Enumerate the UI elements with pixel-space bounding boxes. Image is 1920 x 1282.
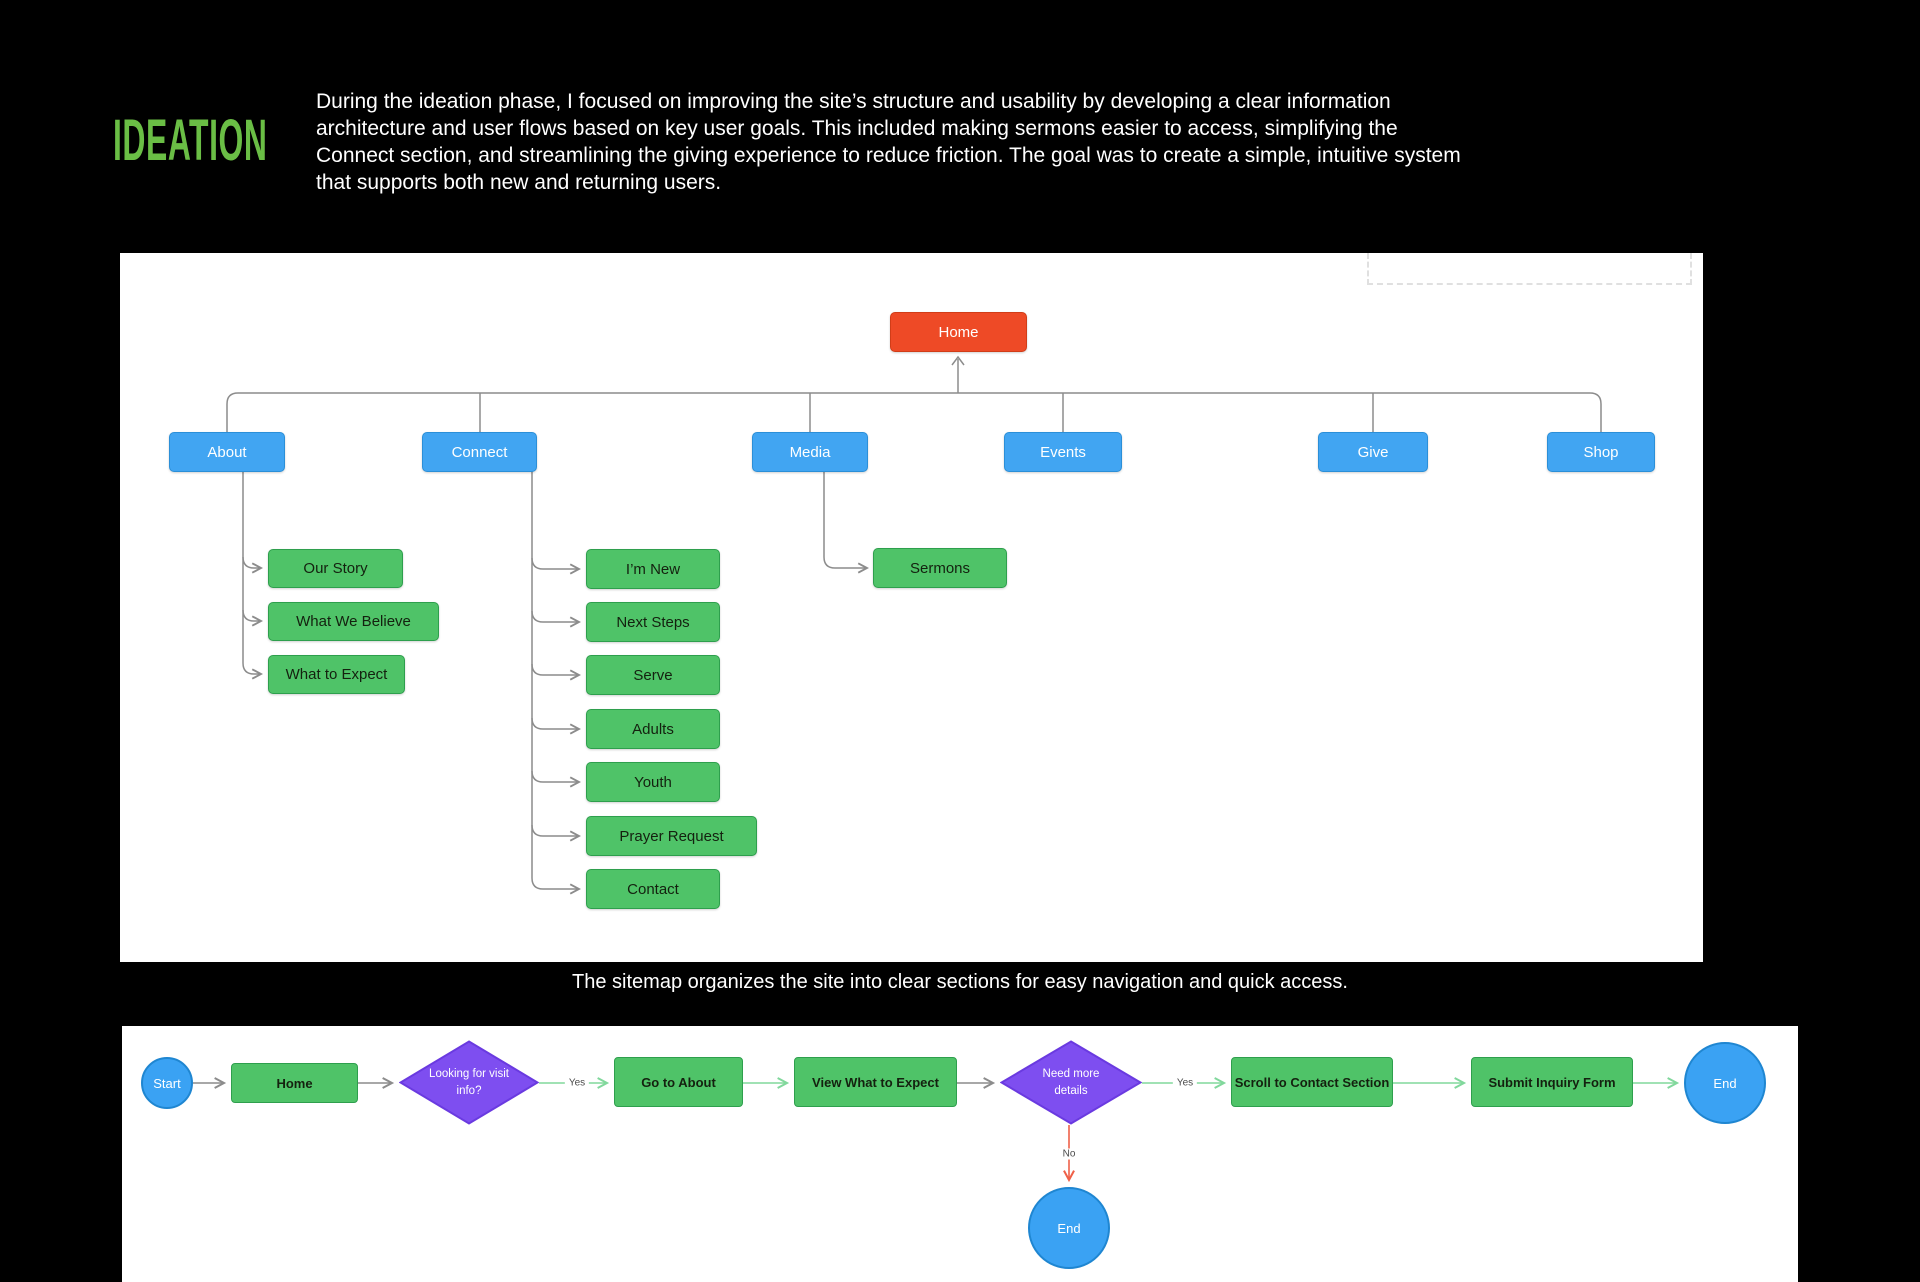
- sitemap-node-home: Home: [890, 312, 1027, 352]
- flow-decision-visit-info: Looking for visit info?: [399, 1040, 539, 1125]
- sitemap-node-our-story: Our Story: [268, 549, 403, 588]
- sitemap-node-events: Events: [1004, 432, 1122, 472]
- sitemap-node-im-new: I’m New: [586, 549, 720, 589]
- sitemap-node-what-to-expect: What to Expect: [268, 655, 405, 694]
- flow-node-start-label: Start: [153, 1075, 181, 1091]
- intro-paragraph: During the ideation phase, I focused on …: [316, 90, 1461, 194]
- flow-node-scroll-to-contact: Scroll to Contact Section: [1231, 1057, 1393, 1107]
- sitemap-node-serve: Serve: [586, 655, 720, 695]
- flow-decision-visit-info-label: Looking for visit info?: [429, 1067, 509, 1097]
- flow-node-submit-inquiry-form: Submit Inquiry Form: [1471, 1057, 1633, 1107]
- sitemap-caption: The sitemap organizes the site into clea…: [572, 971, 1348, 993]
- sitemap-node-prayer-request: Prayer Request: [586, 816, 757, 856]
- edge-label-yes-visit: Yes: [564, 1077, 590, 1089]
- page-title: IDEATION: [113, 108, 268, 173]
- flow-decision-need-details: Need more details: [1000, 1040, 1142, 1125]
- sitemap-node-sermons: Sermons: [873, 548, 1007, 588]
- edge-label-yes-details: Yes: [1172, 1077, 1198, 1089]
- flow-node-end-no: End: [1028, 1187, 1110, 1269]
- diamond-shape: [399, 1040, 539, 1125]
- edge-label-no-details: No: [1058, 1148, 1080, 1160]
- flow-node-end-main-label: End: [1713, 1075, 1737, 1091]
- sitemap-node-give: Give: [1318, 432, 1428, 472]
- flow-decision-need-details-label: Need more details: [1042, 1067, 1100, 1097]
- sitemap-panel: Home About Connect Media Events Give Sho…: [120, 253, 1703, 962]
- sitemap-node-contact: Contact: [586, 869, 720, 909]
- sitemap-node-about: About: [169, 432, 285, 472]
- userflow-panel: Start Home Looking for visit info? Go to…: [122, 1026, 1798, 1282]
- sitemap-connector-lines: [226, 355, 1602, 895]
- sitemap-node-what-we-believe: What We Believe: [268, 602, 439, 641]
- sitemap-node-shop: Shop: [1547, 432, 1655, 472]
- diamond-shape: [1000, 1040, 1142, 1125]
- sitemap-node-adults: Adults: [586, 709, 720, 749]
- sitemap-node-connect: Connect: [422, 432, 537, 472]
- sitemap-node-next-steps: Next Steps: [586, 602, 720, 642]
- flow-node-go-to-about: Go to About: [614, 1057, 743, 1107]
- flow-node-view-what-to-expect: View What to Expect: [794, 1057, 957, 1107]
- dashed-placeholder-box: [1367, 253, 1692, 285]
- flow-node-start: Start: [141, 1057, 193, 1109]
- flow-node-home: Home: [231, 1063, 358, 1103]
- flow-node-end-no-label: End: [1057, 1220, 1081, 1236]
- sitemap-node-media: Media: [752, 432, 868, 472]
- sitemap-node-youth: Youth: [586, 762, 720, 802]
- flow-node-end-main: End: [1684, 1042, 1766, 1124]
